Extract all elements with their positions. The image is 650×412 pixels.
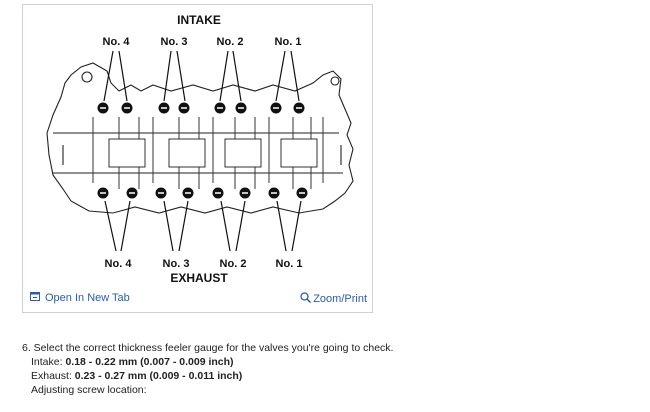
open-in-new-tab-link[interactable]: Open In New Tab [30, 292, 130, 304]
exhaust-valve-marks [97, 187, 308, 199]
figure-footer: Open In New Tab Zoom/Print [23, 288, 372, 312]
exhaust-title: EXHAUST [170, 271, 228, 285]
intake-label-no4: No. 4 [103, 36, 131, 48]
instruction-step: 6. Select the correct thickness feeler g… [22, 341, 393, 397]
intake-valve-marks [97, 102, 305, 114]
magnifier-icon [300, 292, 312, 306]
open-in-new-tab-label: Open In New Tab [45, 292, 130, 304]
adjusting-screw-text: Adjusting screw location: [31, 384, 147, 396]
zoom-print-label: Zoom/Print [313, 293, 367, 305]
intake-label-no3: No. 3 [161, 36, 188, 48]
exhaust-arrows [104, 200, 302, 252]
intake-label: Intake: [31, 356, 63, 368]
exhaust-label-no3: No. 3 [163, 258, 190, 270]
intake-title: INTAKE [177, 13, 221, 27]
intake-value: 0.18 - 0.22 mm (0.007 - 0.009 inch) [65, 356, 234, 368]
intake-label-no2: No. 2 [217, 36, 244, 48]
open-tab-icon [30, 292, 40, 304]
zoom-print-link[interactable]: Zoom/Print [300, 292, 367, 306]
cylinder-head-outline [46, 62, 354, 214]
step-text: 6. Select the correct thickness feeler g… [22, 342, 394, 354]
exhaust-value: 0.23 - 0.27 mm (0.009 - 0.011 inch) [74, 370, 243, 382]
cylinder-head-diagram: INTAKE EXHAUST No. 4 No. 3 No. 2 No. 1 N… [46, 13, 354, 285]
exhaust-label-no4: No. 4 [105, 258, 133, 270]
intake-label-no1: No. 1 [275, 36, 302, 48]
figure-card: INTAKE EXHAUST No. 4 No. 3 No. 2 No. 1 N… [22, 4, 373, 313]
intake-clearance: Intake: 0.18 - 0.22 mm (0.007 - 0.009 in… [22, 355, 393, 369]
exhaust-label: Exhaust: [31, 370, 72, 382]
exhaust-label-no1: No. 1 [276, 258, 303, 270]
exhaust-label-no2: No. 2 [220, 258, 247, 270]
intake-arrows [103, 50, 300, 102]
exhaust-clearance: Exhaust: 0.23 - 0.27 mm (0.009 - 0.011 i… [22, 369, 393, 383]
rocker-blocks [92, 117, 324, 189]
